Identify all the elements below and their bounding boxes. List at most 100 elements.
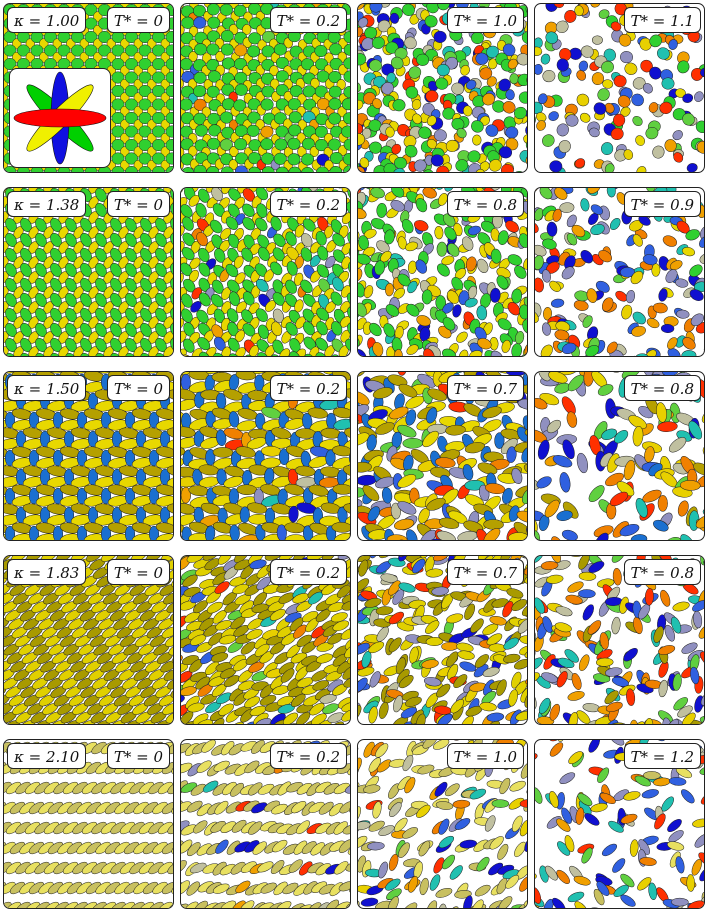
particle [689, 264, 703, 277]
particle [219, 4, 233, 16]
particle [196, 719, 214, 724]
particle [477, 338, 492, 350]
particle [260, 138, 274, 151]
particle [312, 680, 330, 691]
particle [535, 255, 544, 270]
particle [219, 634, 237, 645]
particle [206, 601, 223, 614]
particle [275, 56, 289, 69]
particle [341, 709, 350, 722]
particle [369, 322, 382, 337]
particle [389, 12, 400, 24]
particle [494, 372, 516, 374]
particle [535, 221, 539, 234]
particle [111, 44, 125, 57]
particle [523, 134, 527, 145]
particle [349, 620, 350, 632]
particle [549, 160, 563, 172]
particle [620, 51, 633, 64]
particle [675, 88, 686, 98]
particle [358, 701, 361, 711]
particle [590, 4, 601, 8]
particle [456, 331, 468, 343]
particle [488, 58, 498, 70]
particle [406, 529, 418, 540]
particle [5, 353, 17, 356]
particle [289, 85, 303, 98]
particle [545, 31, 559, 44]
particle [566, 214, 577, 228]
particle [4, 540, 20, 541]
particle [502, 487, 513, 504]
particle [295, 348, 307, 356]
particle [271, 321, 283, 337]
particle [358, 334, 360, 348]
particle [255, 217, 268, 232]
particle [689, 289, 704, 301]
particle [248, 152, 262, 165]
particle [559, 47, 572, 61]
particle [181, 540, 198, 541]
particle [170, 263, 173, 277]
particle [562, 439, 575, 460]
particle [248, 166, 262, 172]
particle [30, 44, 44, 57]
particle [270, 261, 283, 276]
particle [125, 98, 138, 111]
particle [422, 430, 439, 448]
particle [444, 188, 455, 192]
particle [328, 85, 342, 98]
particle [152, 57, 165, 71]
particle [628, 415, 647, 429]
particle [535, 172, 543, 173]
particle [347, 654, 350, 665]
particle [181, 146, 185, 158]
particle [579, 112, 591, 123]
particle [366, 434, 377, 451]
particle [631, 93, 644, 107]
particle [111, 84, 125, 98]
particle [309, 702, 325, 716]
particle [229, 721, 244, 724]
particle [275, 125, 289, 138]
temperature-label: T* = 0.9 [623, 191, 701, 217]
particle [181, 486, 191, 504]
particle [35, 353, 47, 356]
particle [677, 60, 690, 74]
particle [695, 120, 704, 134]
particle [220, 111, 234, 124]
particle [28, 525, 40, 540]
particle [376, 202, 387, 218]
particle [540, 53, 551, 65]
particle [288, 111, 302, 124]
particle [389, 406, 409, 420]
particle [285, 534, 306, 540]
particle [482, 93, 495, 106]
particle [331, 522, 350, 533]
particle [279, 348, 291, 356]
particle [111, 152, 125, 165]
particle-snapshot [181, 4, 350, 172]
particle [556, 123, 569, 137]
particle [358, 53, 367, 66]
particle [170, 233, 173, 247]
particle [235, 372, 257, 381]
particle [349, 411, 350, 429]
particle [635, 135, 645, 146]
particle [328, 70, 342, 84]
particle [172, 487, 173, 505]
particle [181, 308, 193, 323]
panel-r3-c4: T* = 0.8 [534, 371, 705, 541]
particle [535, 188, 539, 194]
particle [264, 467, 275, 485]
particle [426, 407, 438, 424]
particle [471, 120, 484, 133]
particle [704, 216, 705, 229]
particle [207, 70, 221, 83]
particle [601, 428, 618, 440]
particle [535, 46, 543, 56]
particle [368, 119, 382, 132]
particle [506, 446, 517, 463]
particle [348, 576, 350, 588]
particle [337, 106, 347, 118]
